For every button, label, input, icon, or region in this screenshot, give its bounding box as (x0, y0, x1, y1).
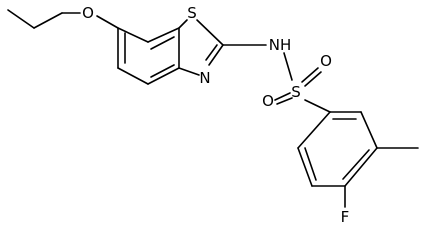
molecule-structure: O S N NH S O O F (7, 4, 419, 226)
bond-s-o-left-a (274, 92, 291, 101)
bond-oxygen-ring (96, 15, 119, 29)
atom-sulfur-sulfonyl: S (291, 83, 301, 101)
bond-aryl-2 (360, 111, 378, 149)
atom-amine: NH (269, 36, 292, 54)
atom-oxygen-ether: O (82, 4, 94, 22)
molecule-diagram: O S N NH S O O F (7, 4, 419, 226)
bond-thiazole-n-c (178, 67, 200, 76)
bond-benzo-2 (147, 27, 180, 43)
atom-fluorine: F (341, 208, 350, 226)
bond-ethyl-ch2 (33, 12, 63, 29)
atom-oxygen-sulfonyl-left: O (262, 92, 274, 110)
bond-s-o-top-a (301, 67, 319, 83)
bond-ethyl-terminal (7, 9, 35, 29)
bond-aryl-3 (344, 147, 378, 187)
bond-s-o-left-b (276, 97, 293, 105)
bond-thiazole-s-c2 (196, 19, 224, 46)
bond-benzo-5 (117, 67, 149, 85)
bond-benzo-4 (147, 67, 180, 85)
bond-aryl-5 (297, 147, 313, 187)
bond-thiazole-c-s (178, 19, 188, 29)
atom-nitrogen-thiazole: N (199, 69, 210, 87)
bond-aryl-6 (297, 111, 331, 149)
bond-sulfonyl-ring (304, 99, 331, 113)
bond-thiazole-c2-n (208, 44, 224, 66)
bond-benzo-double-b (150, 36, 175, 50)
bond-aryl-double-c (304, 147, 317, 181)
bond-aryl-double-b (342, 149, 370, 180)
bond-amine-sulfonyl (283, 52, 293, 81)
atom-oxygen-sulfonyl-top: O (320, 52, 332, 70)
bond-benzo-1 (117, 27, 149, 43)
bond-benzo-double-c (150, 64, 175, 78)
bond-thiazole-c2-n-double (205, 44, 218, 61)
atom-sulfur-thiazole: S (187, 4, 197, 22)
bond-s-o-top-b (304, 71, 322, 87)
